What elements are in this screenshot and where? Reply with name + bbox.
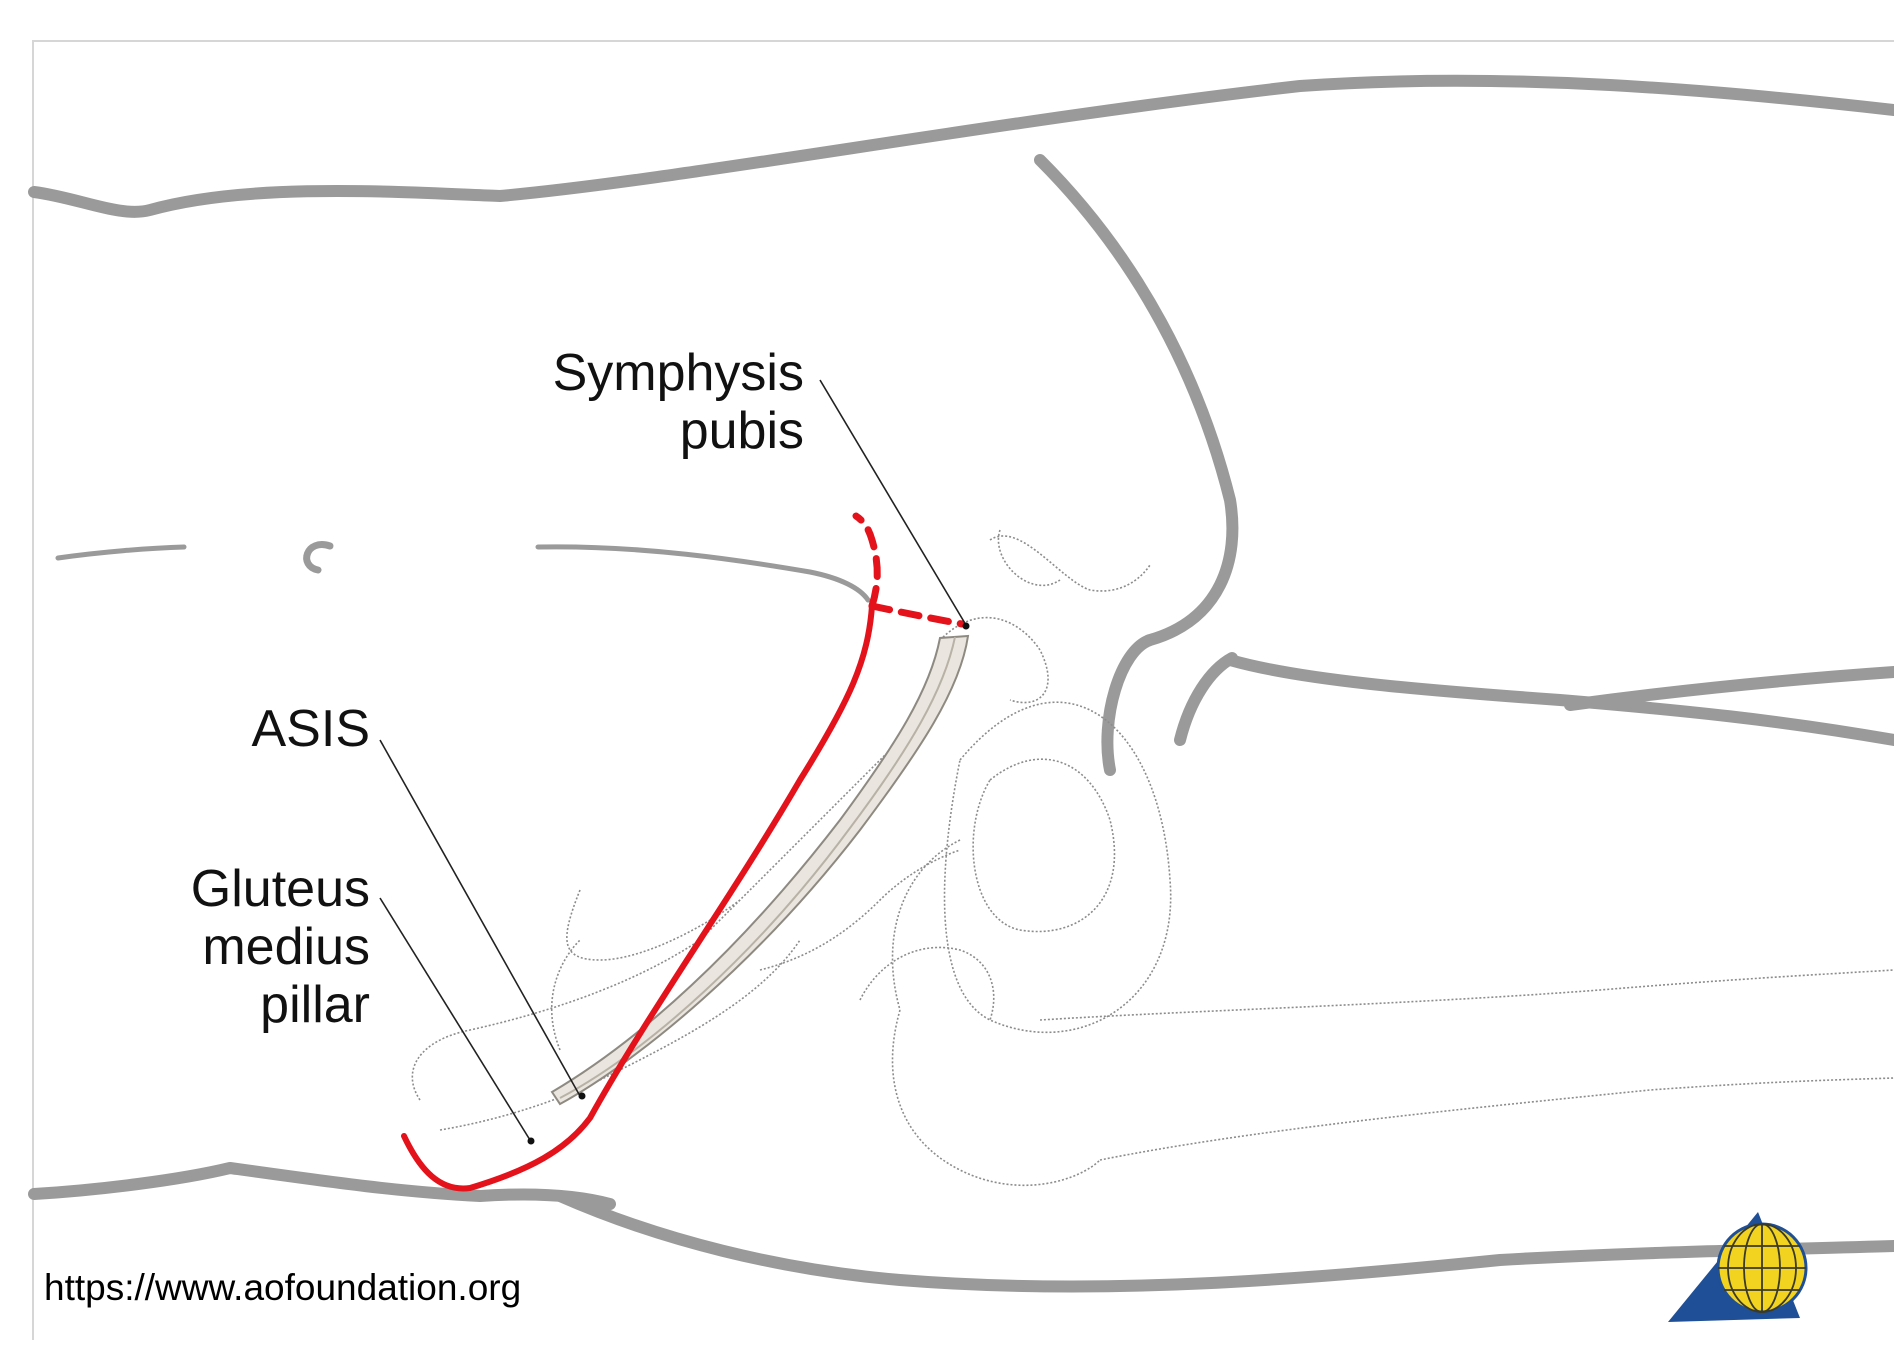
pubic-upper-outline: [998, 530, 1060, 585]
inguinal-ligament-fiber: [560, 637, 955, 1098]
gluteus-leader-dot: [528, 1138, 535, 1145]
femoral-head-outline: [973, 759, 1114, 931]
obturator-outline: [990, 536, 1150, 591]
thigh-crease-contour: [1230, 660, 1894, 740]
iliac-crest-outline: [412, 720, 920, 1100]
thigh-bottom-contour: [560, 1196, 1894, 1287]
symphysis-leader-dot: [963, 623, 970, 630]
pelvis-bone-outline: [412, 530, 1894, 1185]
symphysis-leader-line: [820, 380, 966, 625]
abdomen-line-left: [58, 547, 184, 558]
acetabulum-outline: [945, 702, 1171, 1032]
symphysis-label-line2: pubis: [680, 402, 804, 460]
incision-dashed-horizontal: [872, 606, 962, 624]
gluteus-label-line2: medius: [202, 918, 370, 976]
asis-leader-line: [380, 740, 580, 1096]
abdomen-line-right: [538, 547, 868, 600]
asis-leader-dot: [579, 1093, 586, 1100]
thigh-fold-contour: [1570, 672, 1894, 705]
gluteus-label-line3: pillar: [260, 976, 370, 1034]
body-bottom-contour: [34, 1168, 610, 1204]
ilium-inner-outline: [567, 890, 740, 960]
asis-label: ASIS: [252, 700, 371, 758]
navel-mark: [307, 545, 330, 570]
femur-lower-outline: [1100, 1078, 1894, 1160]
leader-lines: [380, 380, 966, 1140]
gluteus-leader-line: [380, 898, 530, 1140]
inguinal-ligament-band: [552, 636, 968, 1104]
trochanter-outline: [893, 1010, 1101, 1185]
inguinal-ligament: [552, 636, 968, 1104]
ilium-crest-outline-2: [552, 940, 580, 1050]
ischium-outline: [860, 947, 994, 1020]
source-url-text: https://www.aofoundation.org: [44, 1267, 521, 1308]
sacrum-outline: [893, 840, 961, 1010]
femur-upper-outline: [1040, 970, 1894, 1020]
groin-contour: [1180, 658, 1232, 740]
body-top-contour: [34, 81, 1894, 212]
incision-path: [404, 516, 962, 1188]
abdomen-lines: [58, 545, 868, 600]
symphysis-label-line1: Symphysis: [553, 344, 804, 402]
iliac-wing-outline: [440, 940, 800, 1130]
ao-foundation-logo-icon: [1668, 1212, 1806, 1322]
gluteus-label-line1: Gluteus: [191, 860, 370, 918]
body-outline: [34, 81, 1894, 1287]
